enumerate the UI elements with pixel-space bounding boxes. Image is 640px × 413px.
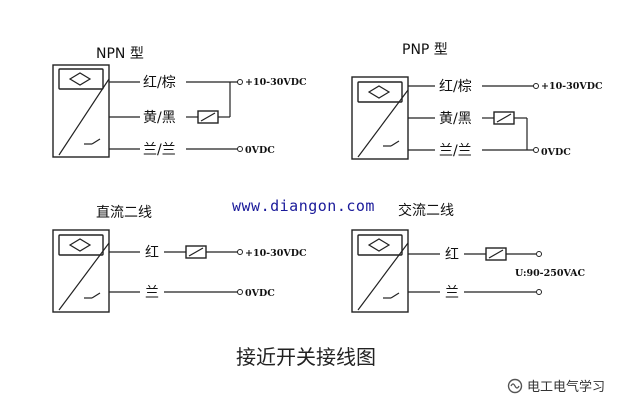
npn-wire-3-label: 兰/兰 (143, 142, 176, 158)
npn-voltage-zero: 0VDC (245, 145, 275, 156)
npn-title: NPN 型 (96, 46, 144, 62)
npn-voltage-pos: +10-30VDC (245, 77, 307, 88)
dc2-wire-1-label: 红 (145, 245, 159, 261)
dc-two-wire-diagram: 直流二线 红 兰 +10-30VDC 0VDC (52, 204, 307, 313)
brand-name: 电工电气学习 (527, 379, 605, 395)
dc2-terminal-pos (237, 249, 243, 255)
pnp-wire-1-label: 红/棕 (439, 79, 472, 95)
npn-diagram: NPN 型 红/棕 黄/黑 兰/兰 +10-30VDC 0VDC (52, 46, 307, 158)
npn-terminal-pos (237, 79, 243, 85)
npn-wire-1-label: 红/棕 (143, 75, 176, 91)
pnp-sensor-body (351, 76, 409, 160)
wechat-channel-icon (507, 378, 523, 394)
ac2-wire-2-label: 兰 (445, 285, 459, 301)
dc2-sensor-body (52, 229, 110, 313)
pnp-wire-2-label: 黄/黑 (439, 110, 472, 127)
ac2-voltage: U:90-250VAC (515, 268, 585, 279)
pnp-wire-3-label: 兰/兰 (439, 143, 472, 159)
pnp-terminal-zero (533, 147, 539, 153)
npn-terminal-zero (237, 146, 243, 152)
dc2-voltage-zero: 0VDC (245, 288, 275, 299)
ac2-sensor-body (351, 229, 409, 313)
pnp-voltage-zero: 0VDC (541, 147, 571, 158)
npn-wire-2-label: 黄/黑 (143, 109, 176, 126)
ac2-wire-1-label: 红 (445, 247, 459, 263)
ac2-terminal-2 (536, 289, 542, 295)
ac2-terminal-1 (536, 251, 542, 257)
ac-two-wire-diagram: 交流二线 红 兰 U:90-250VAC (351, 202, 585, 313)
npn-sensor-body (52, 64, 110, 158)
pnp-terminal-pos (533, 83, 539, 89)
ac2-title: 交流二线 (398, 202, 454, 219)
dc2-title: 直流二线 (96, 204, 152, 221)
pnp-diagram: PNP 型 红/棕 黄/黑 兰/兰 +10-30VDC 0VDC (351, 42, 603, 160)
pnp-voltage-pos: +10-30VDC (541, 81, 603, 92)
dc2-terminal-zero (237, 289, 243, 295)
dc2-voltage-pos: +10-30VDC (245, 248, 307, 259)
watermark-url: www.diangon.com (232, 197, 375, 215)
dc2-wire-2-label: 兰 (145, 285, 159, 301)
pnp-title: PNP 型 (402, 42, 448, 58)
caption-title: 接近开关接线图 (236, 345, 376, 369)
